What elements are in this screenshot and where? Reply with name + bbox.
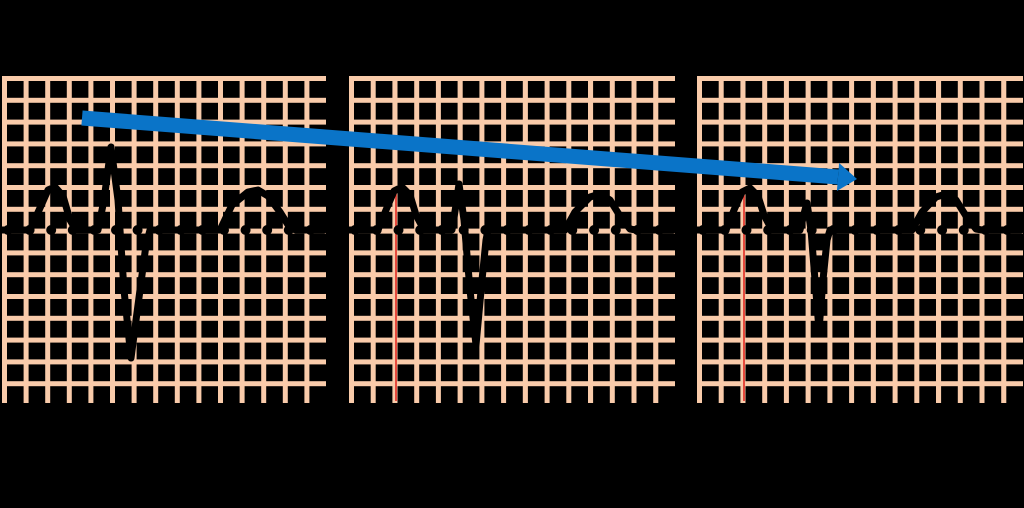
baseline-dots: [350, 225, 665, 235]
grid-cells: [354, 81, 675, 403]
arrow-shaft: [81, 110, 839, 185]
grid-cells: [702, 81, 1023, 403]
baseline-dots: [3, 225, 316, 235]
ecg-strip-2: [345, 76, 677, 403]
ecg-trace: [693, 184, 1024, 334]
ecg-trace: [345, 180, 677, 349]
ecg-strip-3: [693, 76, 1024, 403]
ecg-trace: [0, 143, 328, 362]
trend-arrow: [81, 110, 857, 191]
baseline-dots: [698, 225, 1013, 235]
arrow-head-icon: [836, 163, 857, 191]
ecg-panels: [0, 76, 1024, 403]
